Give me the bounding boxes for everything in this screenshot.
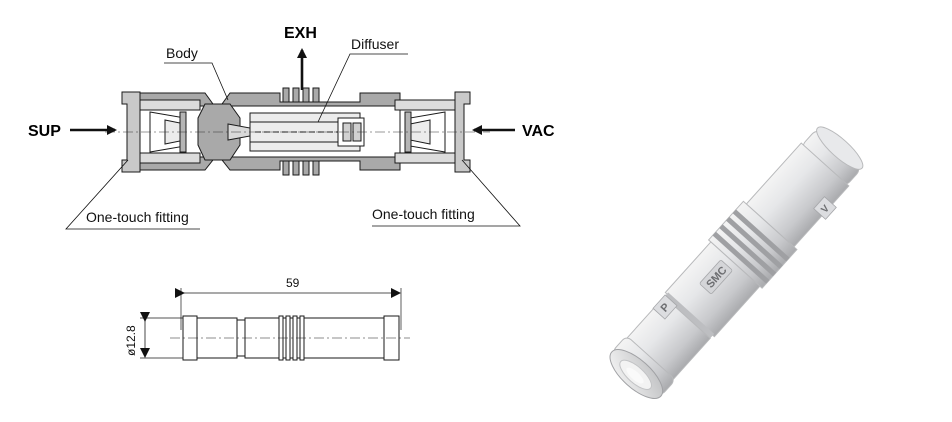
exhaust-fins [282, 87, 320, 176]
fitting-left-leader [65, 159, 200, 230]
fitting-left-label: One-touch fitting [86, 209, 189, 225]
sup-label: SUP [28, 123, 61, 140]
exh-label: EXH [284, 25, 317, 42]
vac-label: VAC [522, 123, 555, 140]
fitting-right-leader [372, 159, 521, 227]
dimension-drawing: 59 ø12.8 [124, 276, 410, 361]
diffuser-label: Diffuser [351, 36, 399, 52]
body-label: Body [166, 45, 198, 61]
length-value: 59 [286, 276, 300, 290]
product-photo: P SMC V [609, 126, 864, 399]
diameter-value: ø12.8 [124, 325, 138, 356]
v-mark-badge: V [813, 196, 837, 220]
fitting-right-label: One-touch fitting [372, 206, 475, 222]
cross-section-diagram: SUP VAC EXH Body Diffuser One-touch fitt… [28, 25, 555, 230]
body-leader [164, 62, 229, 101]
left-fitting [121, 91, 201, 173]
diffuser-leader [317, 53, 408, 123]
p-mark-badge: P [652, 294, 678, 320]
